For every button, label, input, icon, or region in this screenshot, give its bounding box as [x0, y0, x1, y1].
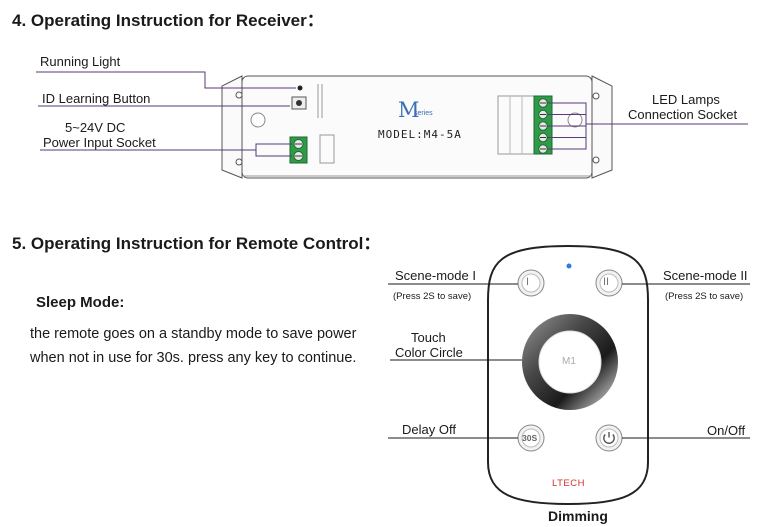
scene-mode-2-button-label: II: [603, 276, 610, 288]
on-off-button[interactable]: [595, 424, 623, 452]
running-light-icon: [297, 85, 303, 91]
scene-mode-2-label: Scene-mode II: [663, 268, 748, 283]
scene-mode-1-button[interactable]: [517, 269, 545, 297]
on-off-label: On/Off: [707, 423, 746, 438]
color-circle-label: Color Circle: [395, 345, 463, 360]
screw-hole-icon: [592, 92, 600, 100]
scene-mode-1-label: Scene-mode I: [395, 268, 476, 283]
led-lamps-label: LED Lamps: [652, 92, 720, 107]
delay-off-button[interactable]: [517, 424, 545, 452]
scene-mode-1-note: (Press 2S to save): [393, 291, 472, 302]
running-light-label: Running Light: [40, 54, 121, 69]
indicator-light-icon: [566, 263, 572, 269]
scene-mode-2-note: (Press 2S to save): [665, 291, 744, 302]
scene-mode-2-button[interactable]: [595, 269, 623, 297]
device-model-text: MODEL:M4-5A: [378, 128, 462, 141]
color-circle-center-label: M1: [562, 356, 576, 367]
section-4-title: 4. Operating Instruction for Receiver：: [12, 11, 324, 30]
device-brand-mark: M: [398, 98, 420, 122]
mounting-hole-icon: [250, 112, 266, 128]
led-output-socket: [497, 95, 553, 155]
id-learning-button-label: ID Learning Button: [42, 91, 151, 106]
power-input-socket: [289, 134, 335, 164]
leader-lines: [36, 71, 748, 157]
screw-hole-icon: [592, 156, 600, 164]
power-icon: [603, 434, 615, 444]
scene-mode-1-button-label: I: [526, 276, 530, 288]
screw-hole-icon: [235, 91, 243, 99]
touch-label: Touch: [411, 330, 446, 345]
sleep-mode-text: the remote goes on a standby mode to sav…: [30, 326, 357, 366]
remote-brand-logo: LTECH: [552, 478, 585, 489]
dimming-label: Dimming: [548, 508, 608, 524]
power-input-socket-label: Power Input Socket: [43, 135, 156, 150]
delay-off-label: Delay Off: [402, 422, 456, 437]
screw-hole-icon: [235, 158, 243, 166]
receiver-casing: [221, 75, 613, 179]
remote-leader-lines: [388, 283, 750, 439]
mounting-hole-icon: [567, 112, 583, 128]
section-5-title: 5. Operating Instruction for Remote Cont…: [12, 234, 381, 253]
device-series-text: series: [414, 110, 433, 117]
voltage-label: 5~24V DC: [65, 120, 126, 135]
sleep-mode-heading: Sleep Mode:: [36, 294, 125, 311]
delay-off-button-label: 30S: [522, 433, 538, 443]
connection-socket-label: Connection Socket: [628, 107, 738, 122]
